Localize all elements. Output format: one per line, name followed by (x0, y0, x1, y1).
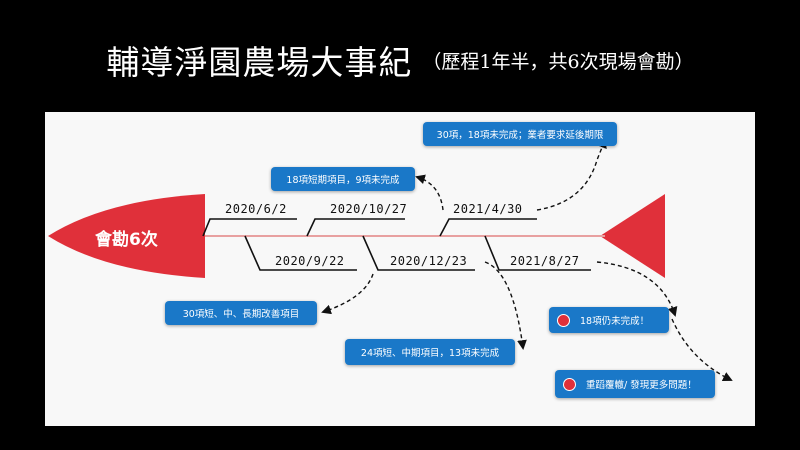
callout-long-term: 30項短、中、長期改善項目 (165, 301, 317, 325)
arrow-to-short-term (415, 174, 444, 211)
callout-still-incomplete: 18項仍未完成！ (549, 307, 669, 333)
arrow-to-mid-term (484, 261, 527, 350)
arrow-to-extend (536, 138, 607, 211)
title-subtitle: （歷程1年半，共6次現場會勘） (422, 50, 694, 73)
date-bottom-1: 2020/9/22 (275, 254, 345, 268)
bone-bottom-3 (484, 235, 591, 271)
arrow-to-long-term (321, 273, 374, 315)
fishbone-diagram (48, 138, 733, 381)
alert-dot-icon (563, 377, 576, 391)
fish-head (48, 194, 205, 278)
alert-dot-icon (557, 313, 570, 327)
date-top-2: 2020/10/27 (330, 202, 408, 216)
date-top-1: 2020/6/2 (225, 202, 287, 216)
arrow-to-repeat (671, 318, 733, 381)
callout-still-incomplete-text: 18項仍未完成！ (580, 316, 650, 327)
bone-top-1 (202, 218, 297, 237)
date-bottom-3: 2021/8/27 (510, 254, 580, 268)
title-main: 輔導淨園農場大事紀 (106, 43, 413, 82)
bone-top-2 (306, 218, 405, 237)
bone-bottom-1 (244, 235, 357, 271)
date-bottom-2: 2020/12/23 (390, 254, 468, 268)
callout-repeat-problems-text: 重蹈覆轍/ 發現更多問題！ (586, 380, 697, 391)
slide-title: 輔導淨園農場大事紀 （歷程1年半，共6次現場會勘） (0, 36, 800, 84)
callout-short-term: 18項短期項目，9項未完成 (271, 167, 415, 191)
bone-top-3 (439, 218, 537, 237)
date-top-3: 2021/4/30 (453, 202, 523, 216)
callout-mid-term: 24項短、中期項目，13項未完成 (345, 339, 515, 365)
fishbone-panel: 會勘6次 2020/6/2 2020/10/27 2021/4/30 2020/… (45, 112, 755, 426)
callout-extend-deadline: 30項，18項未完成；業者要求延後期限 (423, 122, 617, 146)
bone-bottom-2 (362, 235, 475, 271)
fish-tail (600, 194, 665, 278)
callout-repeat-problems: 重蹈覆轍/ 發現更多問題！ (555, 370, 715, 398)
head-label: 會勘6次 (95, 230, 158, 250)
